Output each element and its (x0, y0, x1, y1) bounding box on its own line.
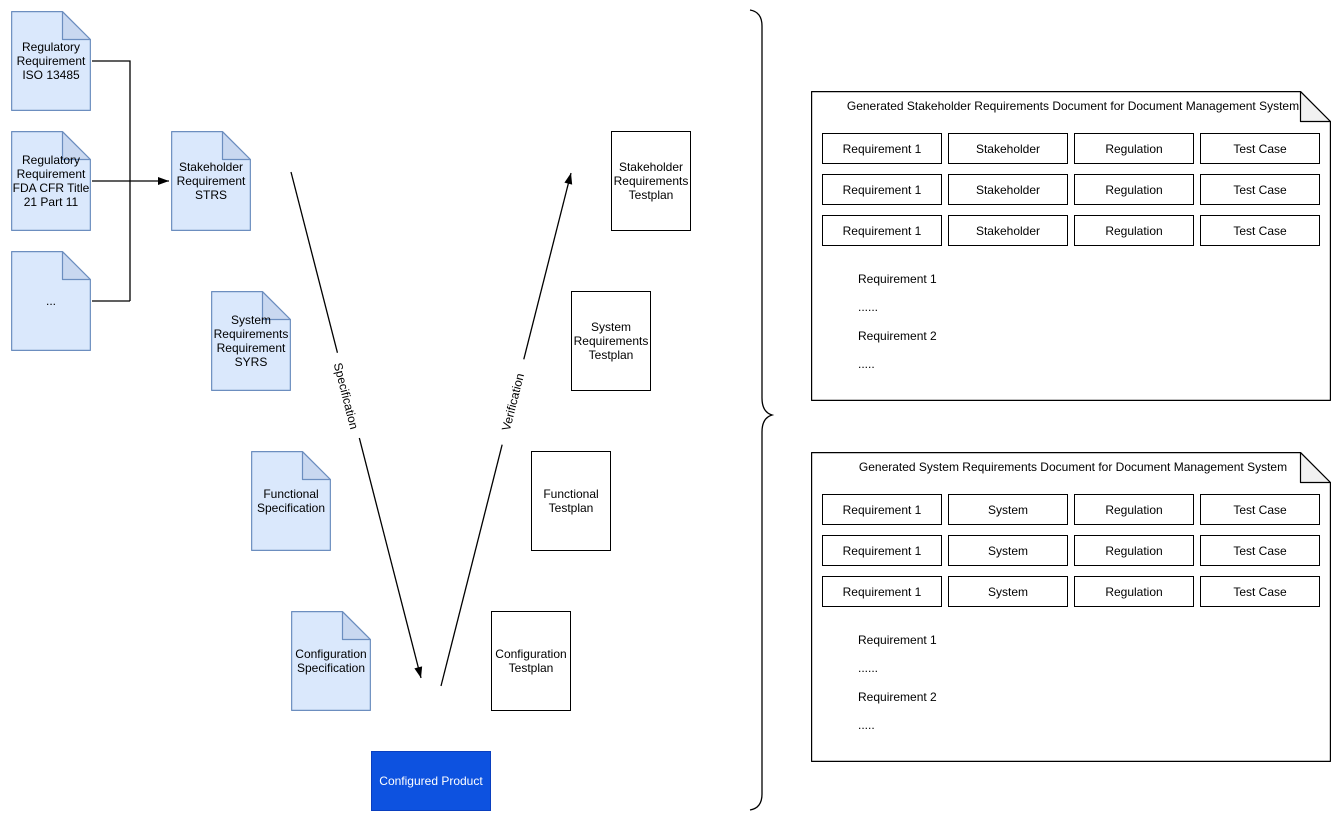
grid-cell: Requirement 1 (822, 494, 942, 525)
generated-doc-panel-system: Generated System Requirements Document f… (811, 452, 1331, 762)
panel-title: Generated Stakeholder Requirements Docum… (846, 99, 1300, 113)
doc-label: Stakeholder Requirement STRS (176, 160, 246, 202)
box-label: System Requirements Testplan (573, 320, 649, 362)
grid-cell: Test Case (1200, 215, 1320, 246)
body-line: Requirement 2 (858, 329, 937, 343)
body-line: ..... (858, 357, 875, 371)
grid-cell: System (948, 494, 1068, 525)
document-shape (251, 451, 331, 551)
generated-doc-panel-stakeholder: Generated Stakeholder Requirements Docum… (811, 91, 1331, 401)
box-functional-testplan: Functional Testplan (531, 451, 611, 551)
grid-cell: Stakeholder (948, 174, 1068, 205)
box-configuration-testplan: Configuration Testplan (491, 611, 571, 711)
box-system-requirements-testplan: System Requirements Testplan (571, 291, 651, 391)
curly-brace (749, 9, 775, 811)
box-label: Functional Testplan (543, 487, 599, 515)
note-shape (811, 452, 1331, 762)
doc-stakeholder-requirement-strs: Stakeholder Requirement STRS (171, 131, 251, 231)
grid-cell: Test Case (1200, 494, 1320, 525)
grid-cell: Regulation (1074, 576, 1194, 607)
body-line: ...... (858, 300, 879, 314)
doc-regulatory-iso13485: Regulatory Requirement ISO 13485 (11, 11, 91, 111)
grid-cell: Test Case (1200, 535, 1320, 566)
doc-label: Regulatory Requirement ISO 13485 (16, 40, 86, 82)
body-line: ...... (858, 661, 879, 675)
note-shape (811, 91, 1331, 401)
grid-cell: Regulation (1074, 215, 1194, 246)
grid-cell: System (948, 535, 1068, 566)
doc-label: Regulatory Requirement FDA CFR Title 21 … (12, 153, 90, 209)
grid-cell: Stakeholder (948, 215, 1068, 246)
doc-label: ... (45, 294, 56, 308)
grid-cell: Requirement 1 (822, 576, 942, 607)
body-line: ..... (858, 718, 875, 732)
doc-system-requirements-syrs: System Requirements Requirement SYRS (211, 291, 291, 391)
doc-configuration-specification: Configuration Specification (291, 611, 371, 711)
grid-cell: Requirement 1 (822, 215, 942, 246)
doc-regulatory-more: ... (11, 251, 91, 351)
grid-cell: System (948, 576, 1068, 607)
grid-cell: Regulation (1074, 174, 1194, 205)
document-shape (291, 611, 371, 711)
document-shape (11, 11, 91, 111)
grid-cell: Test Case (1200, 174, 1320, 205)
box-stakeholder-requirements-testplan: Stakeholder Requirements Testplan (611, 131, 691, 231)
doc-label: Functional Specification (256, 487, 326, 515)
grid-cell: Requirement 1 (822, 174, 942, 205)
box-label: Stakeholder Requirements Testplan (613, 160, 689, 202)
configured-product-box: Configured Product (371, 751, 491, 811)
body-line: Requirement 2 (858, 690, 937, 704)
grid-cell: Test Case (1200, 133, 1320, 164)
document-shape (11, 131, 91, 231)
doc-regulatory-fda-cfr: Regulatory Requirement FDA CFR Title 21 … (11, 131, 91, 231)
body-line: Requirement 1 (858, 633, 937, 647)
doc-label: System Requirements Requirement SYRS (213, 313, 289, 369)
grid-cell: Requirement 1 (822, 133, 942, 164)
grid-cell: Regulation (1074, 133, 1194, 164)
document-shape (11, 251, 91, 351)
panel-title: Generated System Requirements Document f… (858, 460, 1288, 474)
grid-cell: Regulation (1074, 494, 1194, 525)
product-label: Configured Product (379, 774, 483, 788)
document-shape (171, 131, 251, 231)
box-label: Configuration Testplan (495, 647, 567, 675)
grid-cell: Regulation (1074, 535, 1194, 566)
doc-functional-specification: Functional Specification (251, 451, 331, 551)
grid-cell: Test Case (1200, 576, 1320, 607)
document-shape (211, 291, 291, 391)
body-line: Requirement 1 (858, 272, 937, 286)
connector-regulatory-junction (92, 60, 131, 302)
grid-cell: Requirement 1 (822, 535, 942, 566)
doc-label: Configuration Specification (295, 647, 367, 675)
grid-cell: Stakeholder (948, 133, 1068, 164)
